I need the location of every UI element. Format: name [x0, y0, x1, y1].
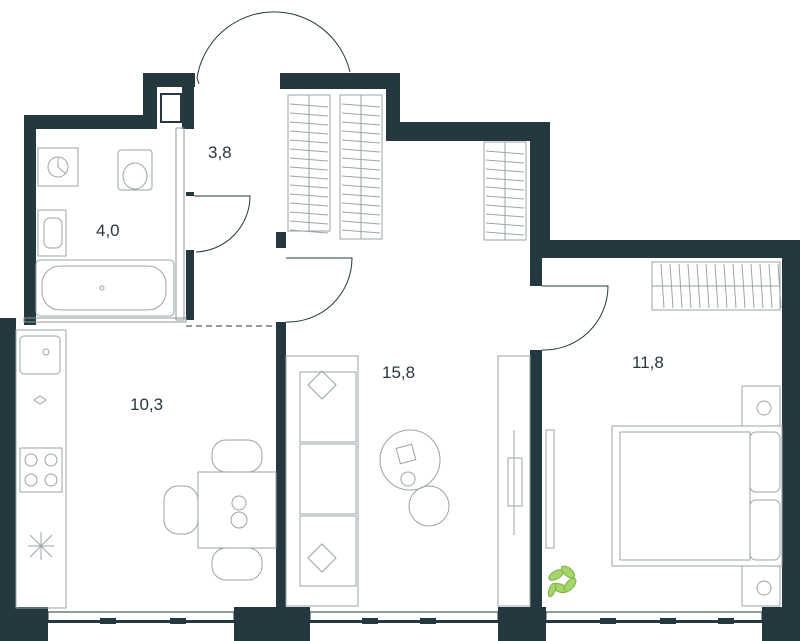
area-labels: 3,8 4,0 10,3 15,8 11,8	[96, 143, 664, 414]
bedroom-furniture	[545, 385, 783, 607]
interior-walls	[23, 127, 542, 612]
bathroom-fixtures	[35, 147, 175, 317]
room-area-bedroom: 11,8	[632, 353, 664, 372]
ventilation-shaft	[160, 93, 182, 123]
room-area-living-room: 15,8	[382, 363, 415, 382]
plant-icon	[547, 565, 577, 598]
exterior-walls	[0, 73, 800, 641]
room-area-hallway: 3,8	[208, 143, 232, 162]
living-furniture	[285, 355, 531, 607]
doors	[186, 11, 609, 351]
room-area-kitchen: 10,3	[130, 395, 163, 414]
windows	[47, 611, 763, 624]
wardrobe-frames	[287, 94, 781, 311]
wardrobes	[289, 95, 782, 309]
kitchen-furniture	[15, 329, 277, 609]
room-area-bathroom: 4,0	[96, 221, 120, 240]
